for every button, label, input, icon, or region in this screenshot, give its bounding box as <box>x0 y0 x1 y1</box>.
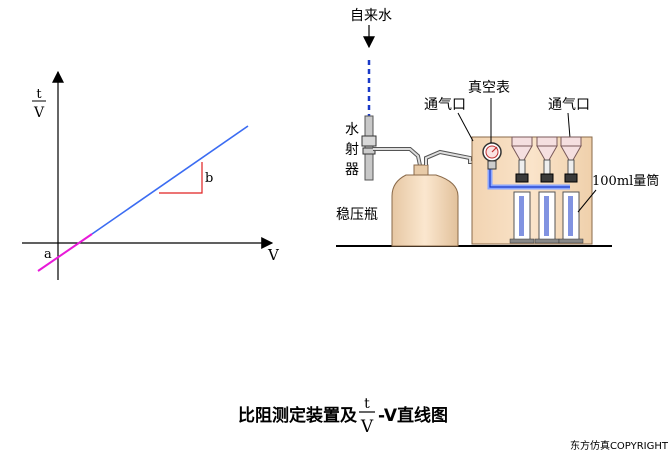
filtration-apparatus: 自来水 水 射 器 稳压瓶 <box>336 8 659 247</box>
caption-prefix: 比阻测定装置及 <box>238 405 358 426</box>
copyright-notice: 东方仿真COPYRIGHT <box>570 439 669 452</box>
measuring-cylinder-1 <box>509 191 535 244</box>
vent-pointer-left <box>457 112 474 142</box>
y-axis-label-numerator: t <box>36 87 42 102</box>
vent-label-left: 通气口 <box>424 97 466 113</box>
intercept-label: a <box>44 247 52 262</box>
slope-label: b <box>205 171 213 186</box>
valve-1 <box>515 173 529 183</box>
t-over-v-graph: t V V a b <box>22 70 280 280</box>
valve-2 <box>540 173 554 183</box>
caption-suffix: -V直线图 <box>378 405 448 426</box>
buffer-bottle <box>391 164 459 247</box>
water-jet-label-3: 器 <box>345 162 359 178</box>
water-jet-label-2: 射 <box>345 142 359 158</box>
cylinder-pointer <box>577 189 597 213</box>
slope-triangle <box>159 162 203 194</box>
x-axis-label: V <box>267 246 280 264</box>
y-axis-label-denominator: V <box>33 105 45 121</box>
measuring-cylinder-3 <box>558 191 584 244</box>
caption-fraction-denominator: V <box>360 417 374 437</box>
water-jet-label-1: 水 <box>345 122 359 138</box>
caption-fraction-numerator: t <box>364 396 370 412</box>
buffer-bottle-label: 稳压瓶 <box>336 207 378 223</box>
vent-pointer-right <box>567 112 571 139</box>
filter-funnel-1 <box>511 136 533 179</box>
vacuum-gauge <box>482 142 502 170</box>
cylinder-label: 100ml量筒 <box>592 173 659 189</box>
vent-label-right: 通气口 <box>548 97 590 113</box>
figure-caption: 比阻测定装置及 t V -V直线图 <box>238 396 448 437</box>
vacuum-gauge-label: 真空表 <box>468 80 510 96</box>
extrapolated-segment <box>37 233 93 272</box>
measuring-cylinder-2 <box>534 191 560 244</box>
fitted-line <box>91 125 249 235</box>
valve-3 <box>564 173 578 183</box>
tap-water-label: 自来水 <box>350 8 392 24</box>
filter-funnel-2 <box>536 136 558 179</box>
